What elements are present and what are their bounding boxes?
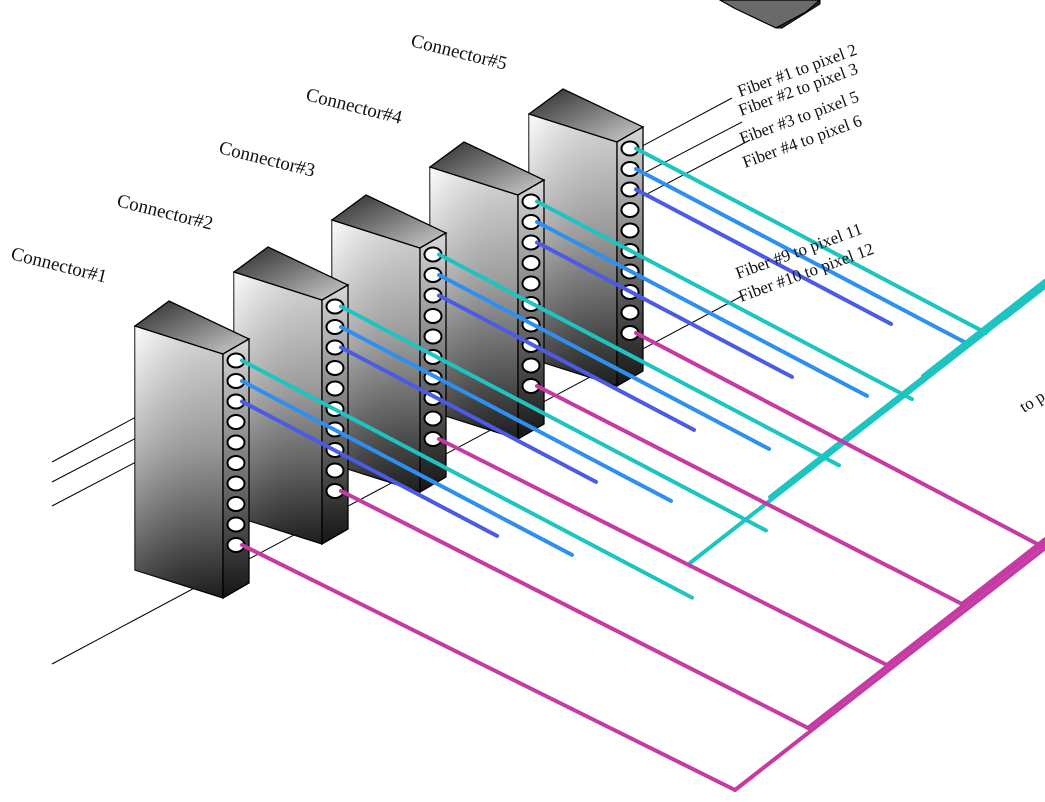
connector-1-hole-7 <box>226 475 246 492</box>
connector-5-front-sheen <box>529 114 617 386</box>
fiber-sky-4 <box>535 220 869 398</box>
fiber-teal-1 <box>240 358 694 600</box>
connector-label-5: Connector#5 <box>409 30 509 74</box>
fiber-indigo-2 <box>339 345 598 484</box>
connector-5 <box>527 88 645 388</box>
fiber-magenta-return-1 <box>733 546 1045 792</box>
connector-5-hole-5 <box>620 222 640 239</box>
fiber-magenta-5 <box>634 331 1045 550</box>
connector-label-1: Connector#1 <box>9 243 109 287</box>
connector-2-hole-5 <box>325 380 345 397</box>
fiber-teal-3 <box>437 252 841 468</box>
connector-5-hole-4 <box>620 202 640 218</box>
connector-4-hole-4 <box>521 255 541 271</box>
connector-1-hole-9 <box>226 516 246 533</box>
connector-1 <box>133 300 251 600</box>
connector-2-hole-4 <box>325 360 345 376</box>
connector-label-2: Connector#2 <box>115 190 215 234</box>
fiber-sky-1 <box>240 379 574 557</box>
fiber-magenta-1 <box>240 543 737 792</box>
connector-3-hole-5 <box>423 328 443 345</box>
fiber-teal-2 <box>339 304 768 533</box>
connector-3-hole-9 <box>423 410 443 427</box>
fiber-sky-5 <box>634 167 968 345</box>
fiber-indigo-3 <box>437 293 696 432</box>
edge-label: to p <box>1016 387 1045 417</box>
connector-2-front-sheen <box>234 272 322 544</box>
connector-4-hole-9 <box>521 357 541 374</box>
connector-1-hole-6 <box>226 455 246 471</box>
fiber-teal-5 <box>634 146 988 335</box>
connector-4 <box>428 141 546 441</box>
connector-1-hole-5 <box>226 434 246 451</box>
fiber-magenta-2 <box>339 489 810 730</box>
fiber-sky-3 <box>437 273 771 451</box>
connector-5-hole-9 <box>620 304 640 321</box>
connector-4-hole-5 <box>521 275 541 292</box>
connector-2 <box>232 246 350 546</box>
connector-scene <box>133 88 1045 792</box>
connector-1-hole-4 <box>226 414 246 430</box>
fiber-indigo-1 <box>240 399 499 538</box>
connector-2-hole-9 <box>325 462 345 479</box>
fiber-indigo-5 <box>634 187 893 326</box>
fiber-magenta-return-4 <box>960 537 1045 606</box>
connector-3-front-sheen <box>332 220 420 492</box>
connector-label-3: Connector#3 <box>217 137 317 181</box>
connector-3-hole-4 <box>423 308 443 324</box>
fiber-indigo-4 <box>535 240 794 379</box>
connector-1-front-sheen <box>135 326 223 598</box>
fiber-magenta-3 <box>437 437 889 667</box>
connector-1-hole-8 <box>226 496 246 512</box>
fiber-teal-return-4 <box>921 278 1045 378</box>
connector-3 <box>330 194 448 494</box>
back-block <box>718 0 821 29</box>
back-block-side <box>775 0 821 29</box>
fiber-teal-4 <box>535 199 914 402</box>
fiber-magenta-4 <box>535 384 964 606</box>
fiber-sky-2 <box>339 325 673 503</box>
fibers <box>240 146 1045 792</box>
connector-label-4: Connector#4 <box>304 84 405 128</box>
fiber-teal-return-5 <box>1003 284 1045 320</box>
connector-4-front-sheen <box>430 167 518 439</box>
